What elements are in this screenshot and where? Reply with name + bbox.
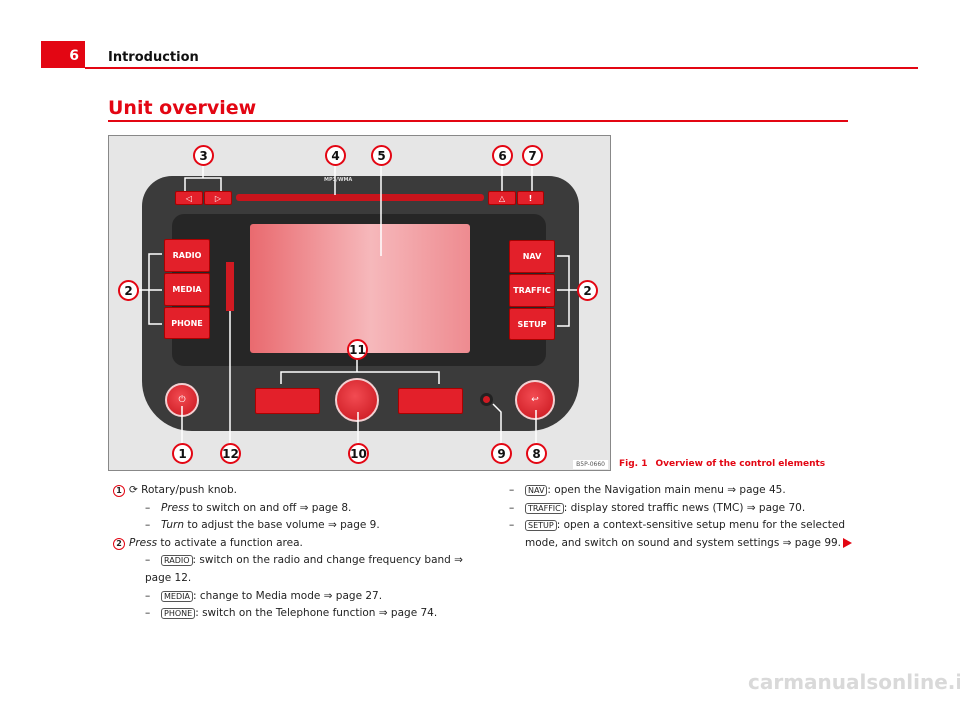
sd-card-slot <box>226 262 234 311</box>
item-text: : open a context-sensitive setup menu fo… <box>525 519 845 549</box>
list-item: –Turn to adjust the base volume ⇒ page 9… <box>145 519 380 532</box>
callout-2-left: 2 <box>118 280 139 301</box>
callout-4: 4 <box>325 145 346 166</box>
chapter-title: Introduction <box>108 50 199 65</box>
right-softkey <box>398 388 463 414</box>
item-text: to switch on and off ⇒ page 8. <box>189 501 352 514</box>
key-label: RADIO <box>161 555 193 567</box>
nav-button: NAV <box>509 240 555 273</box>
list-item: –Press to switch on and off ⇒ page 8. <box>145 501 352 514</box>
key-label: PHONE <box>161 608 196 620</box>
seek-forward-button: ▷ <box>204 191 232 205</box>
cd-slot <box>236 194 484 201</box>
marker-1: 1 <box>113 485 125 497</box>
key-label: MEDIA <box>161 590 193 602</box>
page-number: 6 <box>41 41 85 68</box>
callout-8: 8 <box>526 443 547 464</box>
key-label: NAV <box>525 485 548 496</box>
left-column: 1 ⟳ Rotary/push knob. –Press to switch on… <box>113 482 479 623</box>
marker-2: 2 <box>113 537 125 550</box>
item-text: : display stored traffic news (TMC) ⇒ pa… <box>563 501 806 514</box>
unit-overview-figure: MP3/WMA ◁ ▷ △ ! RADIO MEDIA PHONE NAV TR… <box>108 135 611 471</box>
list-item: –RADIO: switch on the radio and change f… <box>145 554 463 584</box>
list-item: –NAV: open the Navigation main menu ⇒ pa… <box>509 484 786 496</box>
watermark: carmanualsonline.info <box>748 670 960 694</box>
display-screen <box>250 224 470 353</box>
traffic-button: TRAFFIC <box>509 274 555 307</box>
callout-12: 12 <box>220 443 241 464</box>
power-knob: ⏻ <box>165 383 199 417</box>
menu-knob <box>335 378 379 422</box>
callout-2-right: 2 <box>577 280 598 301</box>
item-text: : switch on the Telephone function ⇒ pag… <box>195 607 438 620</box>
emphasis: Press <box>161 501 190 514</box>
back-knob: ↩ <box>515 380 555 420</box>
item-2-heading: 2 Press to activate a function area. <box>113 535 479 553</box>
header-rule <box>85 67 918 69</box>
callout-6: 6 <box>492 145 513 166</box>
callout-lines <box>139 165 578 444</box>
right-column: –NAV: open the Navigation main menu ⇒ pa… <box>509 482 849 552</box>
title-rule <box>108 120 848 122</box>
caption-number: Fig. 1 <box>619 459 648 469</box>
setup-button: SETUP <box>509 308 555 340</box>
info-button: ! <box>517 191 544 205</box>
callout-3: 3 <box>193 145 214 166</box>
item-2-title: to activate a function area. <box>157 536 303 549</box>
callout-5: 5 <box>371 145 392 166</box>
item-text: : open the Navigation main menu ⇒ page 4… <box>547 484 786 496</box>
callout-1: 1 <box>172 443 193 464</box>
list-item: –MEDIA: change to Media mode ⇒ page 27. <box>145 589 383 602</box>
aux-jack <box>480 393 493 406</box>
list-item: –PHONE: switch on the Telephone function… <box>145 607 438 620</box>
emphasis: Press <box>129 536 158 549</box>
figure-caption: Fig. 1 Overview of the control elements <box>619 459 833 469</box>
phone-button: PHONE <box>164 307 210 339</box>
callout-9: 9 <box>491 443 512 464</box>
caption-text: Overview of the control elements <box>655 459 826 469</box>
left-softkey <box>255 388 320 414</box>
key-label: SETUP <box>525 520 557 532</box>
item-text: to adjust the base volume ⇒ page 9. <box>183 519 380 532</box>
item-1-title: Rotary/push knob. <box>141 484 237 496</box>
list-item: –SETUP: open a context-sensitive setup m… <box>509 519 845 549</box>
key-label: TRAFFIC <box>525 502 564 514</box>
continue-arrow-icon <box>843 538 852 548</box>
callout-11: 11 <box>347 339 368 360</box>
radio-button: RADIO <box>164 239 210 272</box>
seek-back-button: ◁ <box>175 191 203 205</box>
item-text: : change to Media mode ⇒ page 27. <box>192 589 383 602</box>
media-button: MEDIA <box>164 273 210 306</box>
section-title: Unit overview <box>108 97 257 119</box>
callout-10: 10 <box>348 443 369 464</box>
callout-7: 7 <box>522 145 543 166</box>
rotary-knob-icon: ⟳ <box>129 484 142 496</box>
item-1-heading: 1 ⟳ Rotary/push knob. <box>113 482 479 500</box>
item-text: : switch on the radio and change frequen… <box>145 554 463 584</box>
list-item: –TRAFFIC: display stored traffic news (T… <box>509 501 806 514</box>
figure-code: B5P-0660 <box>573 460 608 469</box>
eject-button: △ <box>488 191 516 205</box>
emphasis: Turn <box>161 519 184 532</box>
mp3-label: MP3/WMA <box>324 177 353 183</box>
